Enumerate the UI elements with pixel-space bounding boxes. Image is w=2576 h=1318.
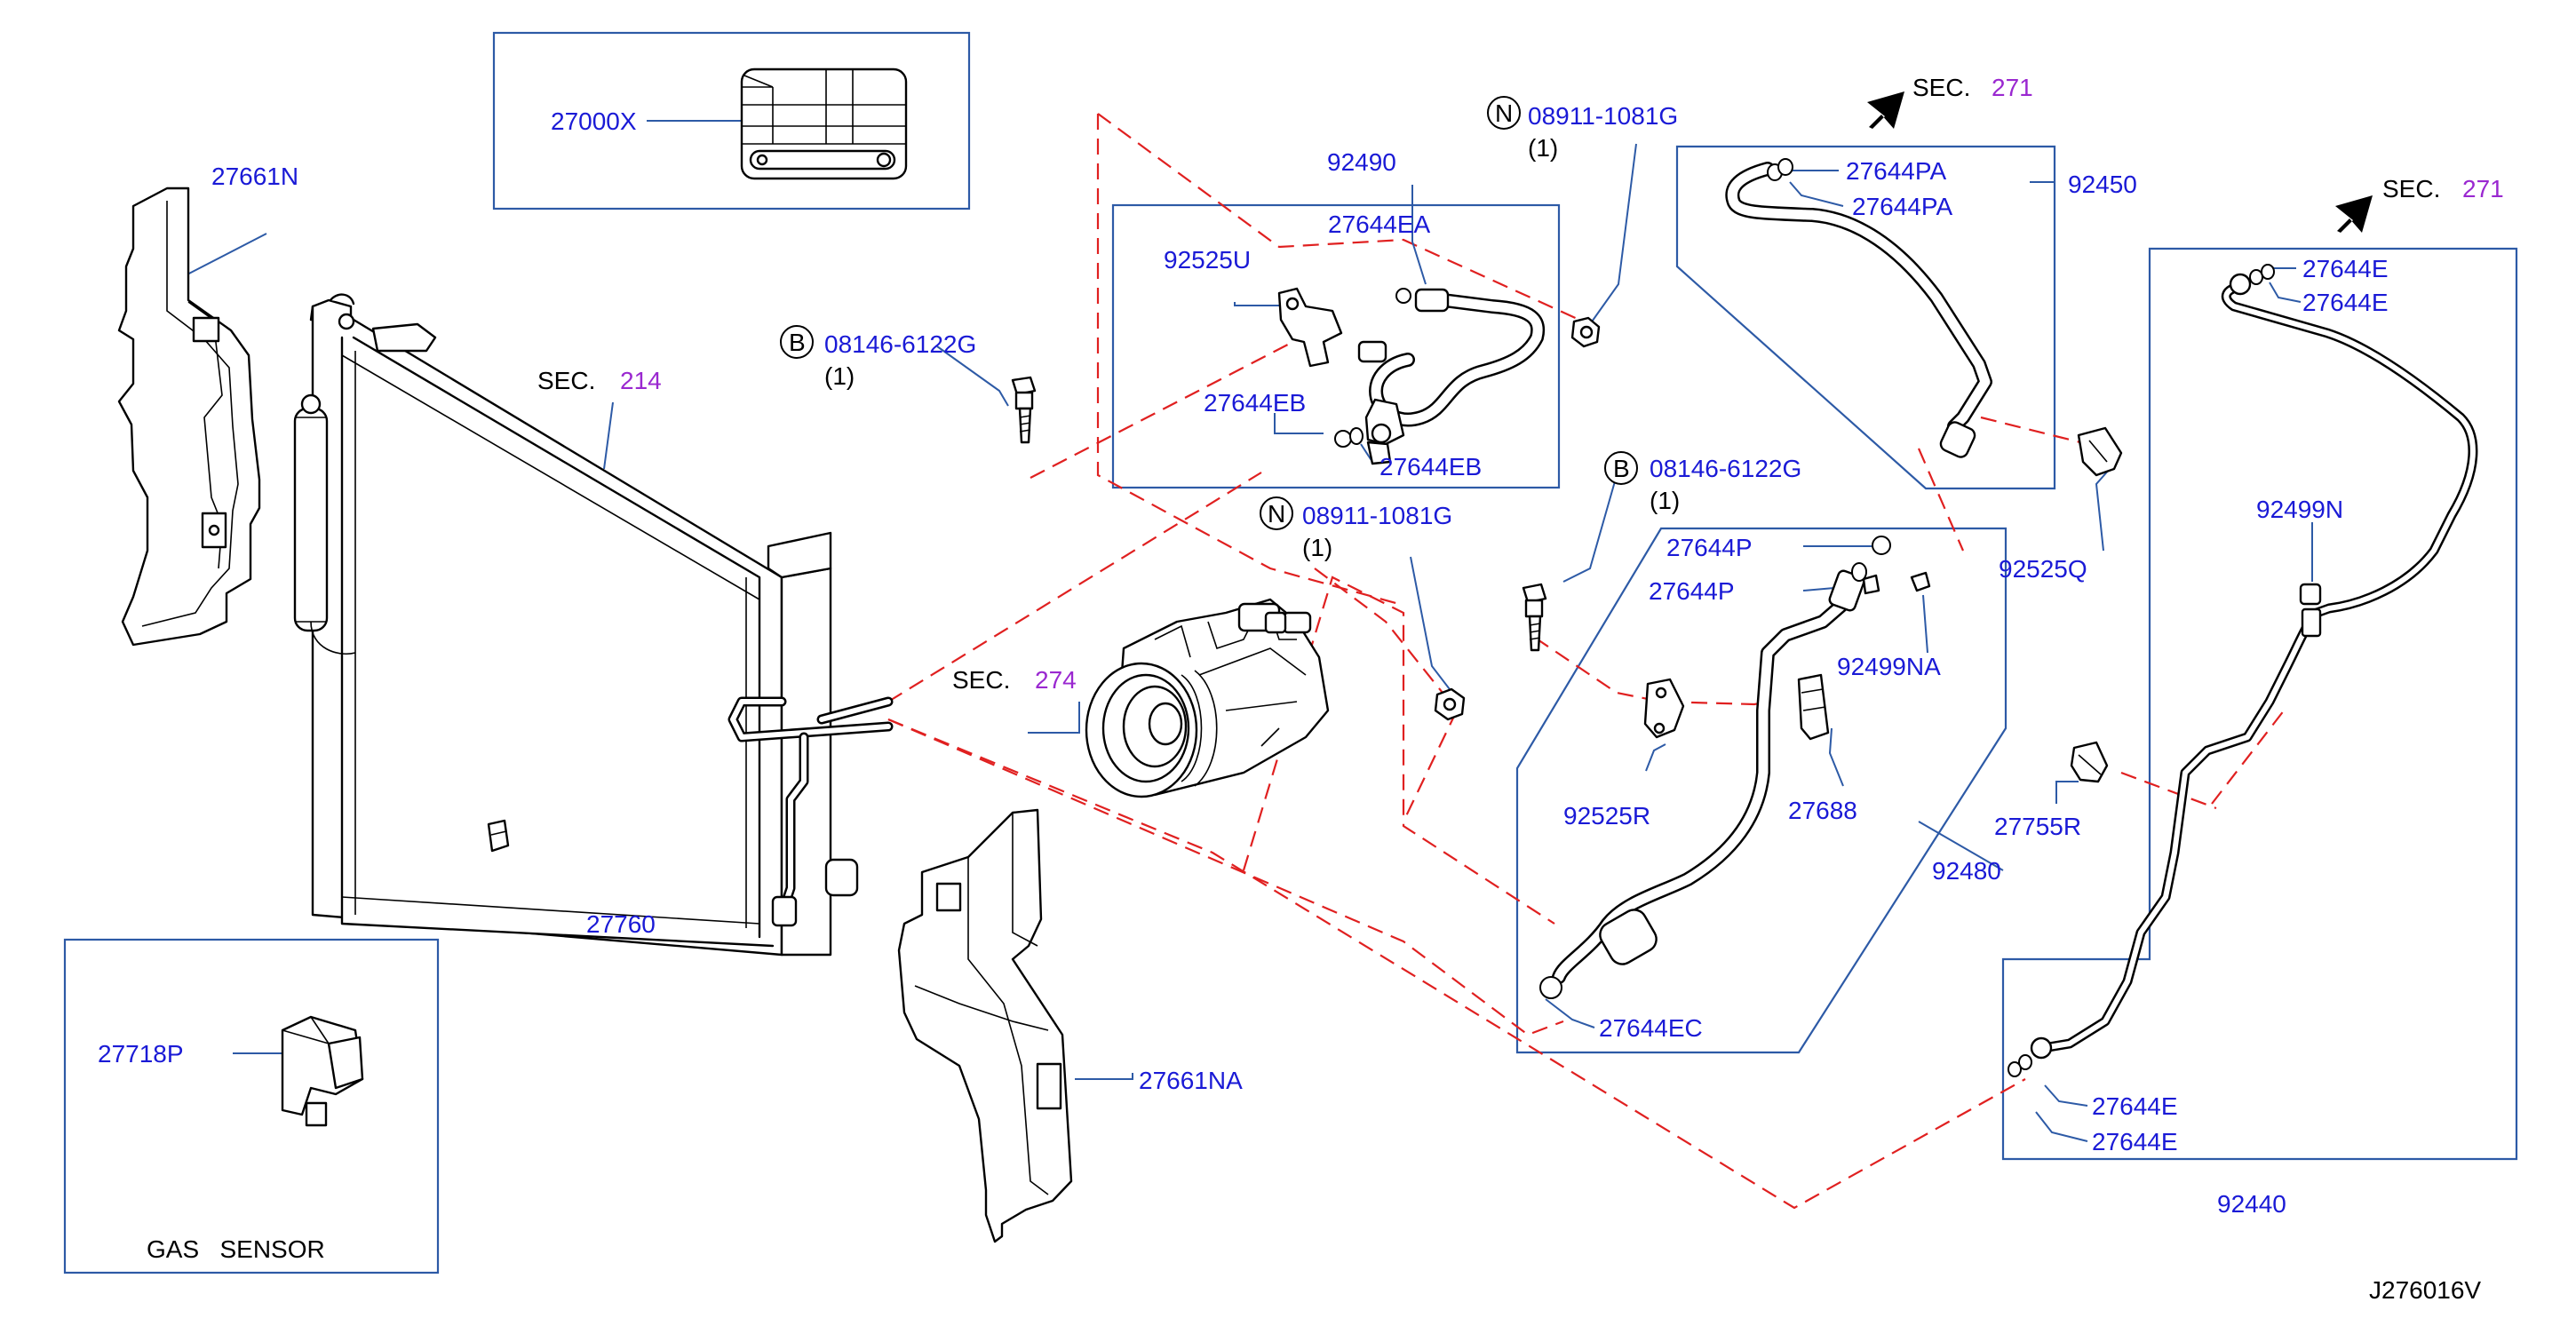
label-08146-6122g-left: 08146-6122G [824,330,976,358]
diagram-code: J276016V [2369,1276,2481,1304]
sec-274-number: 274 [1035,666,1077,694]
n-marker-upper [1487,96,1521,130]
label-27644pa-upper: 27644PA [1846,157,1946,185]
b-marker-right [1604,451,1638,485]
side-bracket-27661n [117,187,261,647]
label-92440: 92440 [2217,1190,2286,1218]
label-08911-1081g-lower: 08911-1081G [1302,502,1452,529]
b-marker-left [780,325,814,359]
hose-92450 [1725,158,1992,458]
n-letter-lower: N [1268,500,1285,528]
sec-214-number: 214 [620,367,662,394]
label-27644e-4: 27644E [2092,1128,2178,1155]
label-27644p-upper: 27644P [1666,534,1753,561]
qty-08911-1081g-lower: (1) [1302,534,1332,561]
label-27644eb-lower: 27644EB [1379,453,1482,480]
label-plate-icon [740,67,908,180]
label-27661na: 27661NA [1139,1067,1243,1094]
group-box-92440 [2001,247,2518,1161]
sec-274-word: SEC. [952,666,1010,694]
label-92499na: 92499NA [1837,653,1941,680]
label-08146-6122g-right: 08146-6122G [1650,455,1801,482]
group-box-92450 [1675,145,2056,490]
group-box-92480 [1515,527,2008,1054]
sensor-27688 [1797,673,1830,741]
label-27755r: 27755R [1994,813,2081,840]
nut-08911-1081g-lower [1434,687,1466,721]
qty-08911-1081g-upper: (1) [1528,134,1558,162]
hose-92490 [1277,287,1546,465]
sec-271-upper-number: 271 [1992,74,2033,101]
nut-08911-1081g-upper [1570,316,1601,348]
label-27644e-1: 27644E [2302,255,2389,282]
labels: 27000X 27661N SEC. 214 27760 27718P GAS … [98,74,2504,1304]
compressor [1085,598,1330,798]
b-letter-right: B [1613,455,1630,482]
sec-271-right-number: 271 [2462,175,2504,202]
label-box-27000x [492,31,971,210]
n-marker-lower [1260,496,1293,530]
label-92450: 92450 [2068,171,2137,198]
clip-92525r [1643,678,1685,739]
label-92490: 92490 [1327,148,1396,176]
group-box-92490 [1111,203,1561,489]
sec-214-word: SEC. [537,367,595,394]
sec-271-arrow-right [2335,195,2373,233]
label-27688: 27688 [1788,797,1857,824]
bolt-08146-6122g-left [1011,376,1037,444]
label-27661n: 27661N [211,163,298,190]
label-27644pa-lower: 27644PA [1852,193,1952,220]
clip-92525q [2077,426,2123,477]
condenser-pipes [727,696,894,927]
sec-271-arrow-upper [1867,91,1904,129]
hose-92480 [1539,536,1931,999]
label-92480: 92480 [1932,857,2001,885]
label-92525r: 92525R [1563,802,1650,830]
sec-271-upper-word: SEC. [1912,74,1970,101]
b-letter-left: B [789,329,806,356]
bolt-08146-6122g-right [1522,583,1547,652]
sec-271-right-word: SEC. [2382,175,2440,202]
label-92525u: 92525U [1164,246,1251,274]
qty-08146-6122g-left: (1) [824,362,855,390]
pipe-92440 [2008,264,2478,1077]
label-92525q: 92525Q [1999,555,2087,583]
label-27644e-2: 27644E [2302,289,2389,316]
label-27644ec: 27644EC [1599,1014,1703,1042]
label-92499n: 92499N [2256,496,2343,523]
side-bracket-27661na [897,808,1073,1243]
n-letter-upper: N [1495,99,1513,127]
gas-sensor-caption: GAS SENSOR [147,1235,325,1263]
leader-lines [181,120,2313,1142]
label-27644ea: 27644EA [1328,210,1431,238]
ambient-sensor-27760 [487,819,510,853]
label-27000x: 27000X [551,107,637,135]
qty-08146-6122g-right: (1) [1650,487,1680,514]
label-27644p-lower: 27644P [1649,577,1735,605]
label-27760: 27760 [586,910,656,938]
label-27644e-3: 27644E [2092,1092,2178,1120]
label-08911-1081g-upper: 08911-1081G [1528,102,1678,130]
label-27718p: 27718P [98,1040,184,1068]
gas-sensor-box [63,938,440,1274]
gas-sensor-27718p [281,1015,364,1127]
condenser-core [293,293,832,957]
label-27644eb-upper: 27644EB [1204,389,1306,417]
clip-27755r [2070,741,2109,783]
